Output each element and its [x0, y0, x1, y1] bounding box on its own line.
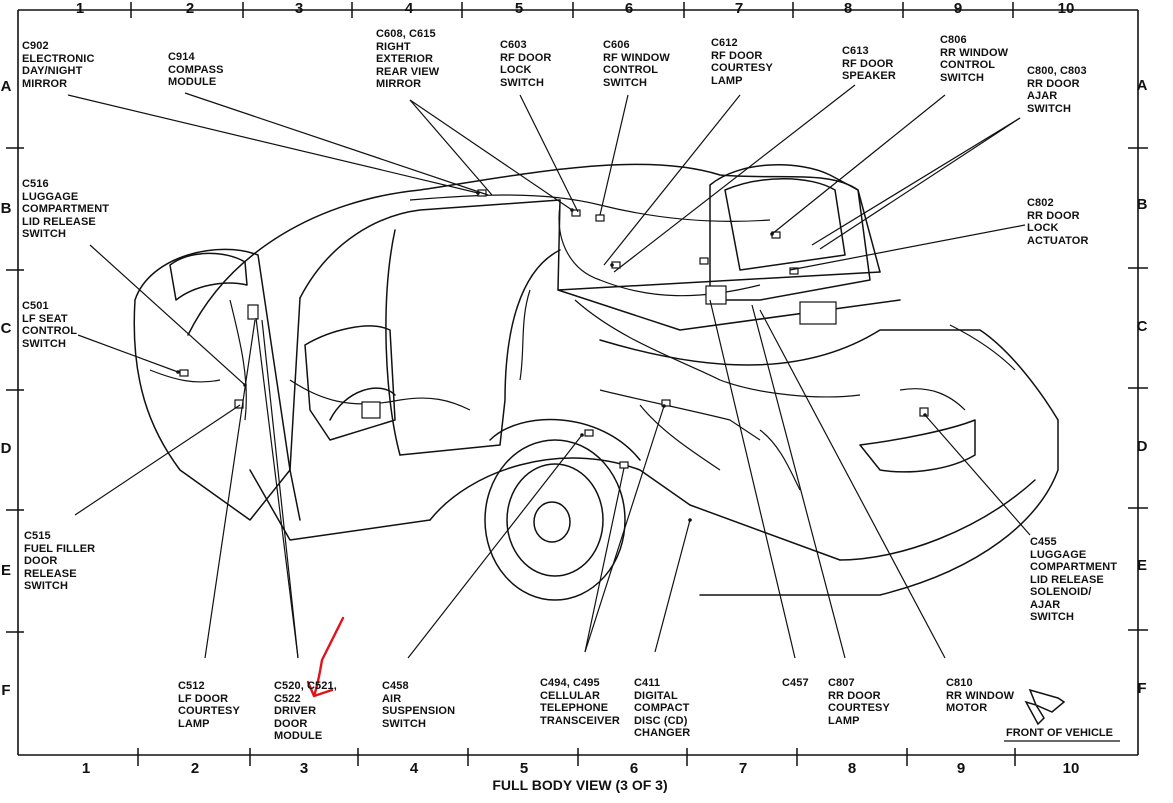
label-c411-cd-changer: C411 DIGITAL COMPACT DISC (CD) CHANGER: [634, 677, 691, 739]
label-c612-rf-courtesy-lamp: C612 RF DOOR COURTESY LAMP: [711, 37, 773, 87]
grid-col-top-8: 8: [843, 0, 853, 17]
label-c806-rr-window-switch: C806 RR WINDOW CONTROL SWITCH: [940, 34, 1009, 84]
grid-col-bottom-2: 2: [190, 760, 200, 777]
grid-col-bottom-1: 1: [81, 760, 91, 777]
label-c457: C457: [782, 677, 809, 689]
grid-col-top-1: 1: [75, 0, 85, 17]
vehicle-body: [133, 163, 1059, 601]
grid-row-left-a: A: [0, 78, 12, 95]
label-c914-compass-module: C914 COMPASS MODULE: [168, 51, 224, 88]
grid-col-top-3: 3: [294, 0, 304, 17]
front-of-vehicle-label: FRONT OF VEHICLE: [1006, 727, 1113, 739]
grid-col-top-5: 5: [514, 0, 524, 17]
leader-lines: [67, 84, 1031, 659]
label-c515-fuel-filler-switch: C515 FUEL FILLER DOOR RELEASE SWITCH: [24, 530, 96, 592]
grid-col-top-4: 4: [404, 0, 414, 17]
label-c802-rr-door-lock-actuator: C802 RR DOOR LOCK ACTUATOR: [1027, 197, 1089, 247]
grid-row-right-a: A: [1136, 77, 1148, 94]
label-c807-rr-courtesy-lamp: C807 RR DOOR COURTESY LAMP: [828, 677, 890, 727]
label-c613-rf-door-speaker: C613 RF DOOR SPEAKER: [842, 45, 896, 82]
grid-row-left-c: C: [0, 320, 12, 337]
label-c512-lf-courtesy-lamp: C512 LF DOOR COURTESY LAMP: [178, 680, 240, 730]
label-c603-rf-door-lock-switch: C603 RF DOOR LOCK SWITCH: [500, 39, 552, 89]
arrow-icon: [1024, 688, 1066, 726]
grid-frame: [17, 9, 1139, 756]
grid-row-right-c: C: [1136, 318, 1148, 335]
label-c520-driver-door-module: C520, C521, C522 DRIVER DOOR MODULE: [274, 680, 337, 742]
grid-col-top-9: 9: [953, 0, 963, 17]
grid-row-left-f: F: [1, 682, 11, 699]
grid-col-top-7: 7: [734, 0, 744, 17]
grid-col-bottom-5: 5: [519, 760, 529, 777]
grid-col-bottom-3: 3: [299, 760, 309, 777]
label-c800-rr-door-ajar-switch: C800, C803 RR DOOR AJAR SWITCH: [1027, 65, 1087, 115]
label-c458-air-suspension-switch: C458 AIR SUSPENSION SWITCH: [382, 680, 456, 730]
grid-row-left-b: B: [0, 200, 12, 217]
grid-row-right-f: F: [1137, 680, 1147, 697]
grid-col-bottom-4: 4: [409, 760, 419, 777]
grid-row-right-e: E: [1136, 557, 1147, 574]
grid-row-left-e: E: [0, 562, 11, 579]
diagram-title: FULL BODY VIEW (3 OF 3): [492, 777, 668, 793]
grid-col-top-6: 6: [624, 0, 634, 17]
grid-row-right-d: D: [1136, 438, 1148, 455]
label-c810-rr-window-motor: C810 RR WINDOW MOTOR: [946, 677, 1015, 714]
label-c501-lf-seat-switch: C501 LF SEAT CONTROL SWITCH: [22, 300, 78, 350]
red-checkmark-annotation: [306, 616, 345, 698]
leader-arrowheads: [176, 191, 927, 522]
label-c494-cellular-transceiver: C494, C495 CELLULAR TELEPHONE TRANSCEIVE…: [540, 677, 620, 727]
grid-col-bottom-8: 8: [847, 760, 857, 777]
label-c608-exterior-mirror: C608, C615 RIGHT EXTERIOR REAR VIEW MIRR…: [376, 28, 440, 90]
label-c516-luggage-release-switch: C516 LUGGAGE COMPARTMENT LID RELEASE SWI…: [22, 178, 110, 240]
grid-ticks: [6, 2, 1148, 766]
grid-row-right-b: B: [1136, 196, 1148, 213]
grid-col-bottom-9: 9: [956, 760, 966, 777]
grid-col-bottom-6: 6: [629, 760, 639, 777]
grid-col-top-2: 2: [185, 0, 195, 17]
label-c606-rf-window-switch: C606 RF WINDOW CONTROL SWITCH: [603, 39, 670, 89]
grid-col-bottom-7: 7: [738, 760, 748, 777]
label-c902-electronic-mirror: C902 ELECTRONIC DAY/NIGHT MIRROR: [22, 40, 95, 90]
grid-col-top-10: 10: [1057, 0, 1075, 17]
label-c455-luggage-solenoid: C455 LUGGAGE COMPARTMENT LID RELEASE SOL…: [1030, 536, 1118, 623]
grid-row-left-d: D: [0, 440, 12, 457]
grid-col-bottom-10: 10: [1062, 760, 1080, 777]
